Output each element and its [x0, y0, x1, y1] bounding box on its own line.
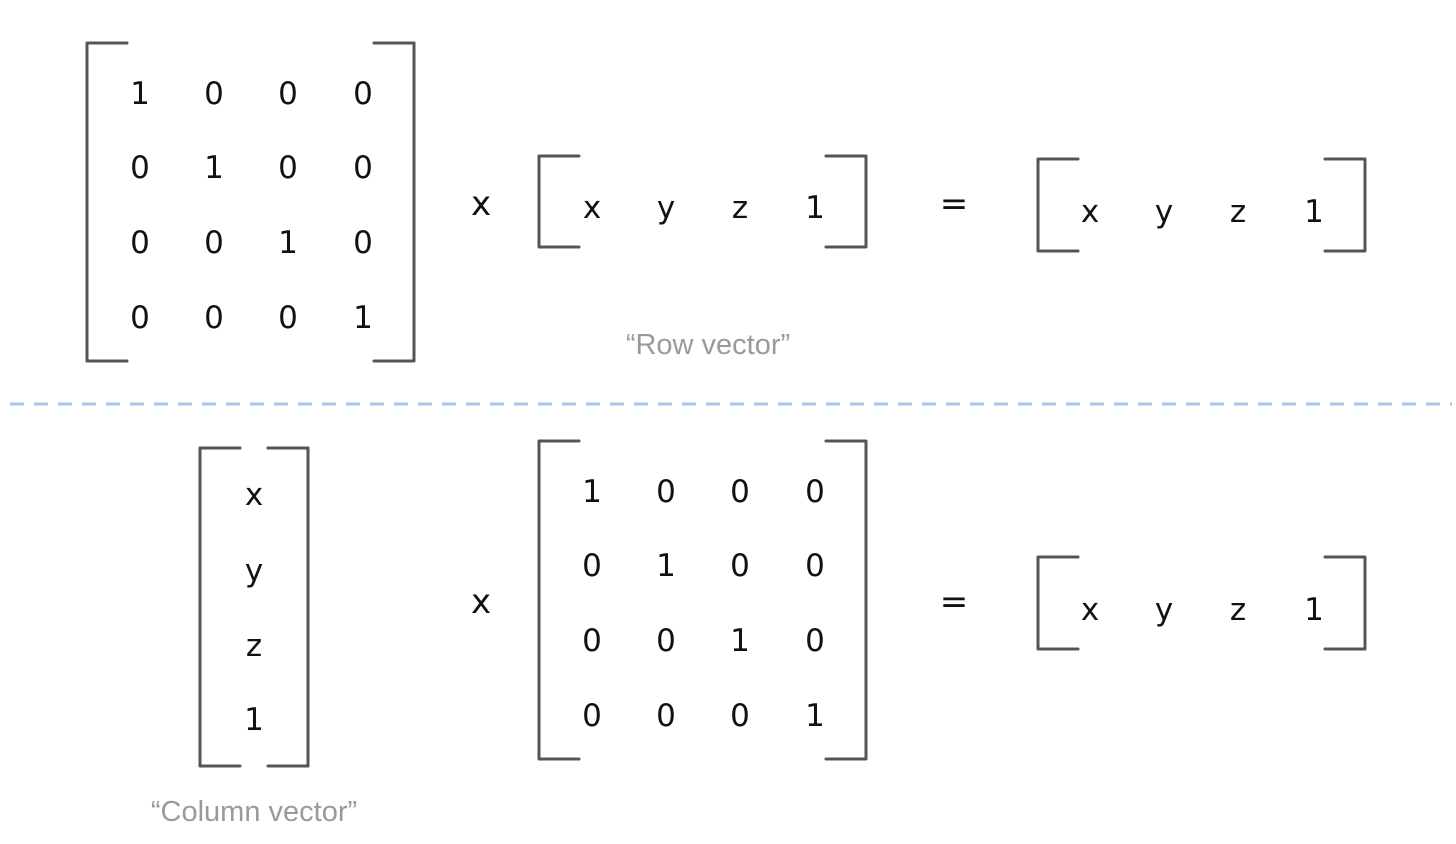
row-vector-entry: y	[657, 190, 675, 226]
top-result-entry: y	[1155, 194, 1173, 230]
row-vector-entry: 1	[805, 190, 825, 226]
bottom-matrix-cell: 0	[582, 548, 602, 584]
top-matrix-cell: 1	[130, 76, 150, 112]
bottom-matrix-right-bracket	[824, 439, 868, 761]
bottom-result-right-bracket	[1323, 555, 1367, 651]
top-matrix-cell: 0	[353, 225, 373, 261]
bottom-times-operator: x	[471, 582, 491, 622]
bottom-matrix-cell: 0	[730, 474, 750, 510]
bottom-column-vector: x y z 1	[198, 446, 310, 768]
top-result-right-bracket	[1323, 157, 1367, 253]
bottom-matrix-cell: 0	[730, 548, 750, 584]
bottom-matrix-cell: 0	[730, 698, 750, 734]
bottom-result-left-bracket	[1036, 555, 1080, 651]
top-matrix-cell: 0	[353, 76, 373, 112]
column-vector-entry: y	[245, 553, 263, 589]
bottom-result-vector: x y z 1	[1036, 555, 1367, 651]
bottom-result-entry: x	[1081, 592, 1099, 628]
bottom-matrix-cell: 0	[656, 623, 676, 659]
top-result-vector: x y z 1	[1036, 157, 1367, 253]
top-matrix-cell: 0	[353, 150, 373, 186]
top-matrix-cell: 1	[204, 150, 224, 186]
top-matrix-cell: 0	[278, 300, 298, 336]
top-matrix-cell: 1	[278, 225, 298, 261]
bottom-matrix-cell: 1	[730, 623, 750, 659]
top-times-operator: x	[471, 184, 491, 224]
row-vector-caption: “Row vector”	[626, 329, 790, 361]
bottom-matrix-cell: 1	[582, 474, 602, 510]
top-result-entry: x	[1081, 194, 1099, 230]
top-result-entry: 1	[1304, 194, 1324, 230]
top-result-entry: z	[1230, 194, 1246, 230]
bottom-equation: x y z 1 “Column vector” x 1 0 0 0 0 1 0 …	[151, 439, 1367, 828]
top-matrix: 1 0 0 0 0 1 0 0 0 0 1 0 0 0 0 1	[85, 41, 416, 363]
top-matrix-cell: 0	[204, 76, 224, 112]
top-matrix-cell: 0	[278, 76, 298, 112]
bottom-matrix-cell: 0	[656, 698, 676, 734]
row-vector-entry: z	[732, 190, 748, 226]
bottom-matrix-cell: 0	[582, 698, 602, 734]
row-vector-left-bracket	[537, 154, 581, 249]
row-vector-right-bracket	[824, 154, 868, 249]
top-matrix-cell: 0	[130, 225, 150, 261]
bottom-equals-operator: =	[940, 582, 969, 622]
top-row-vector: x y z 1	[537, 154, 868, 249]
top-matrix-cell: 1	[353, 300, 373, 336]
top-matrix-left-bracket	[85, 41, 129, 363]
top-equation: 1 0 0 0 0 1 0 0 0 0 1 0 0 0 0 1 x x y z …	[85, 41, 1367, 363]
bottom-matrix-cell: 0	[656, 474, 676, 510]
column-vector-entry: z	[246, 628, 262, 664]
bottom-matrix-cell: 0	[805, 548, 825, 584]
bottom-matrix-cell: 0	[582, 623, 602, 659]
bottom-matrix-cell: 1	[805, 698, 825, 734]
column-vector-right-bracket	[266, 446, 310, 768]
bottom-result-entry: z	[1230, 592, 1246, 628]
top-matrix-cell: 0	[204, 225, 224, 261]
bottom-matrix-cell: 1	[656, 548, 676, 584]
column-vector-entry: x	[245, 477, 263, 513]
bottom-matrix-cell: 0	[805, 474, 825, 510]
bottom-result-entry: 1	[1304, 592, 1324, 628]
column-vector-entry: 1	[244, 702, 264, 738]
top-matrix-cell: 0	[204, 300, 224, 336]
bottom-result-entry: y	[1155, 592, 1173, 628]
column-vector-left-bracket	[198, 446, 242, 768]
top-matrix-cell: 0	[278, 150, 298, 186]
row-vector-entry: x	[583, 190, 601, 226]
top-equals-operator: =	[940, 184, 969, 224]
top-result-left-bracket	[1036, 157, 1080, 253]
top-matrix-cell: 0	[130, 300, 150, 336]
top-matrix-cell: 0	[130, 150, 150, 186]
bottom-matrix-left-bracket	[537, 439, 581, 761]
bottom-matrix: 1 0 0 0 0 1 0 0 0 0 1 0 0 0 0 1	[537, 439, 868, 761]
bottom-matrix-cell: 0	[805, 623, 825, 659]
column-vector-caption: “Column vector”	[151, 796, 357, 828]
top-matrix-right-bracket	[372, 41, 416, 363]
